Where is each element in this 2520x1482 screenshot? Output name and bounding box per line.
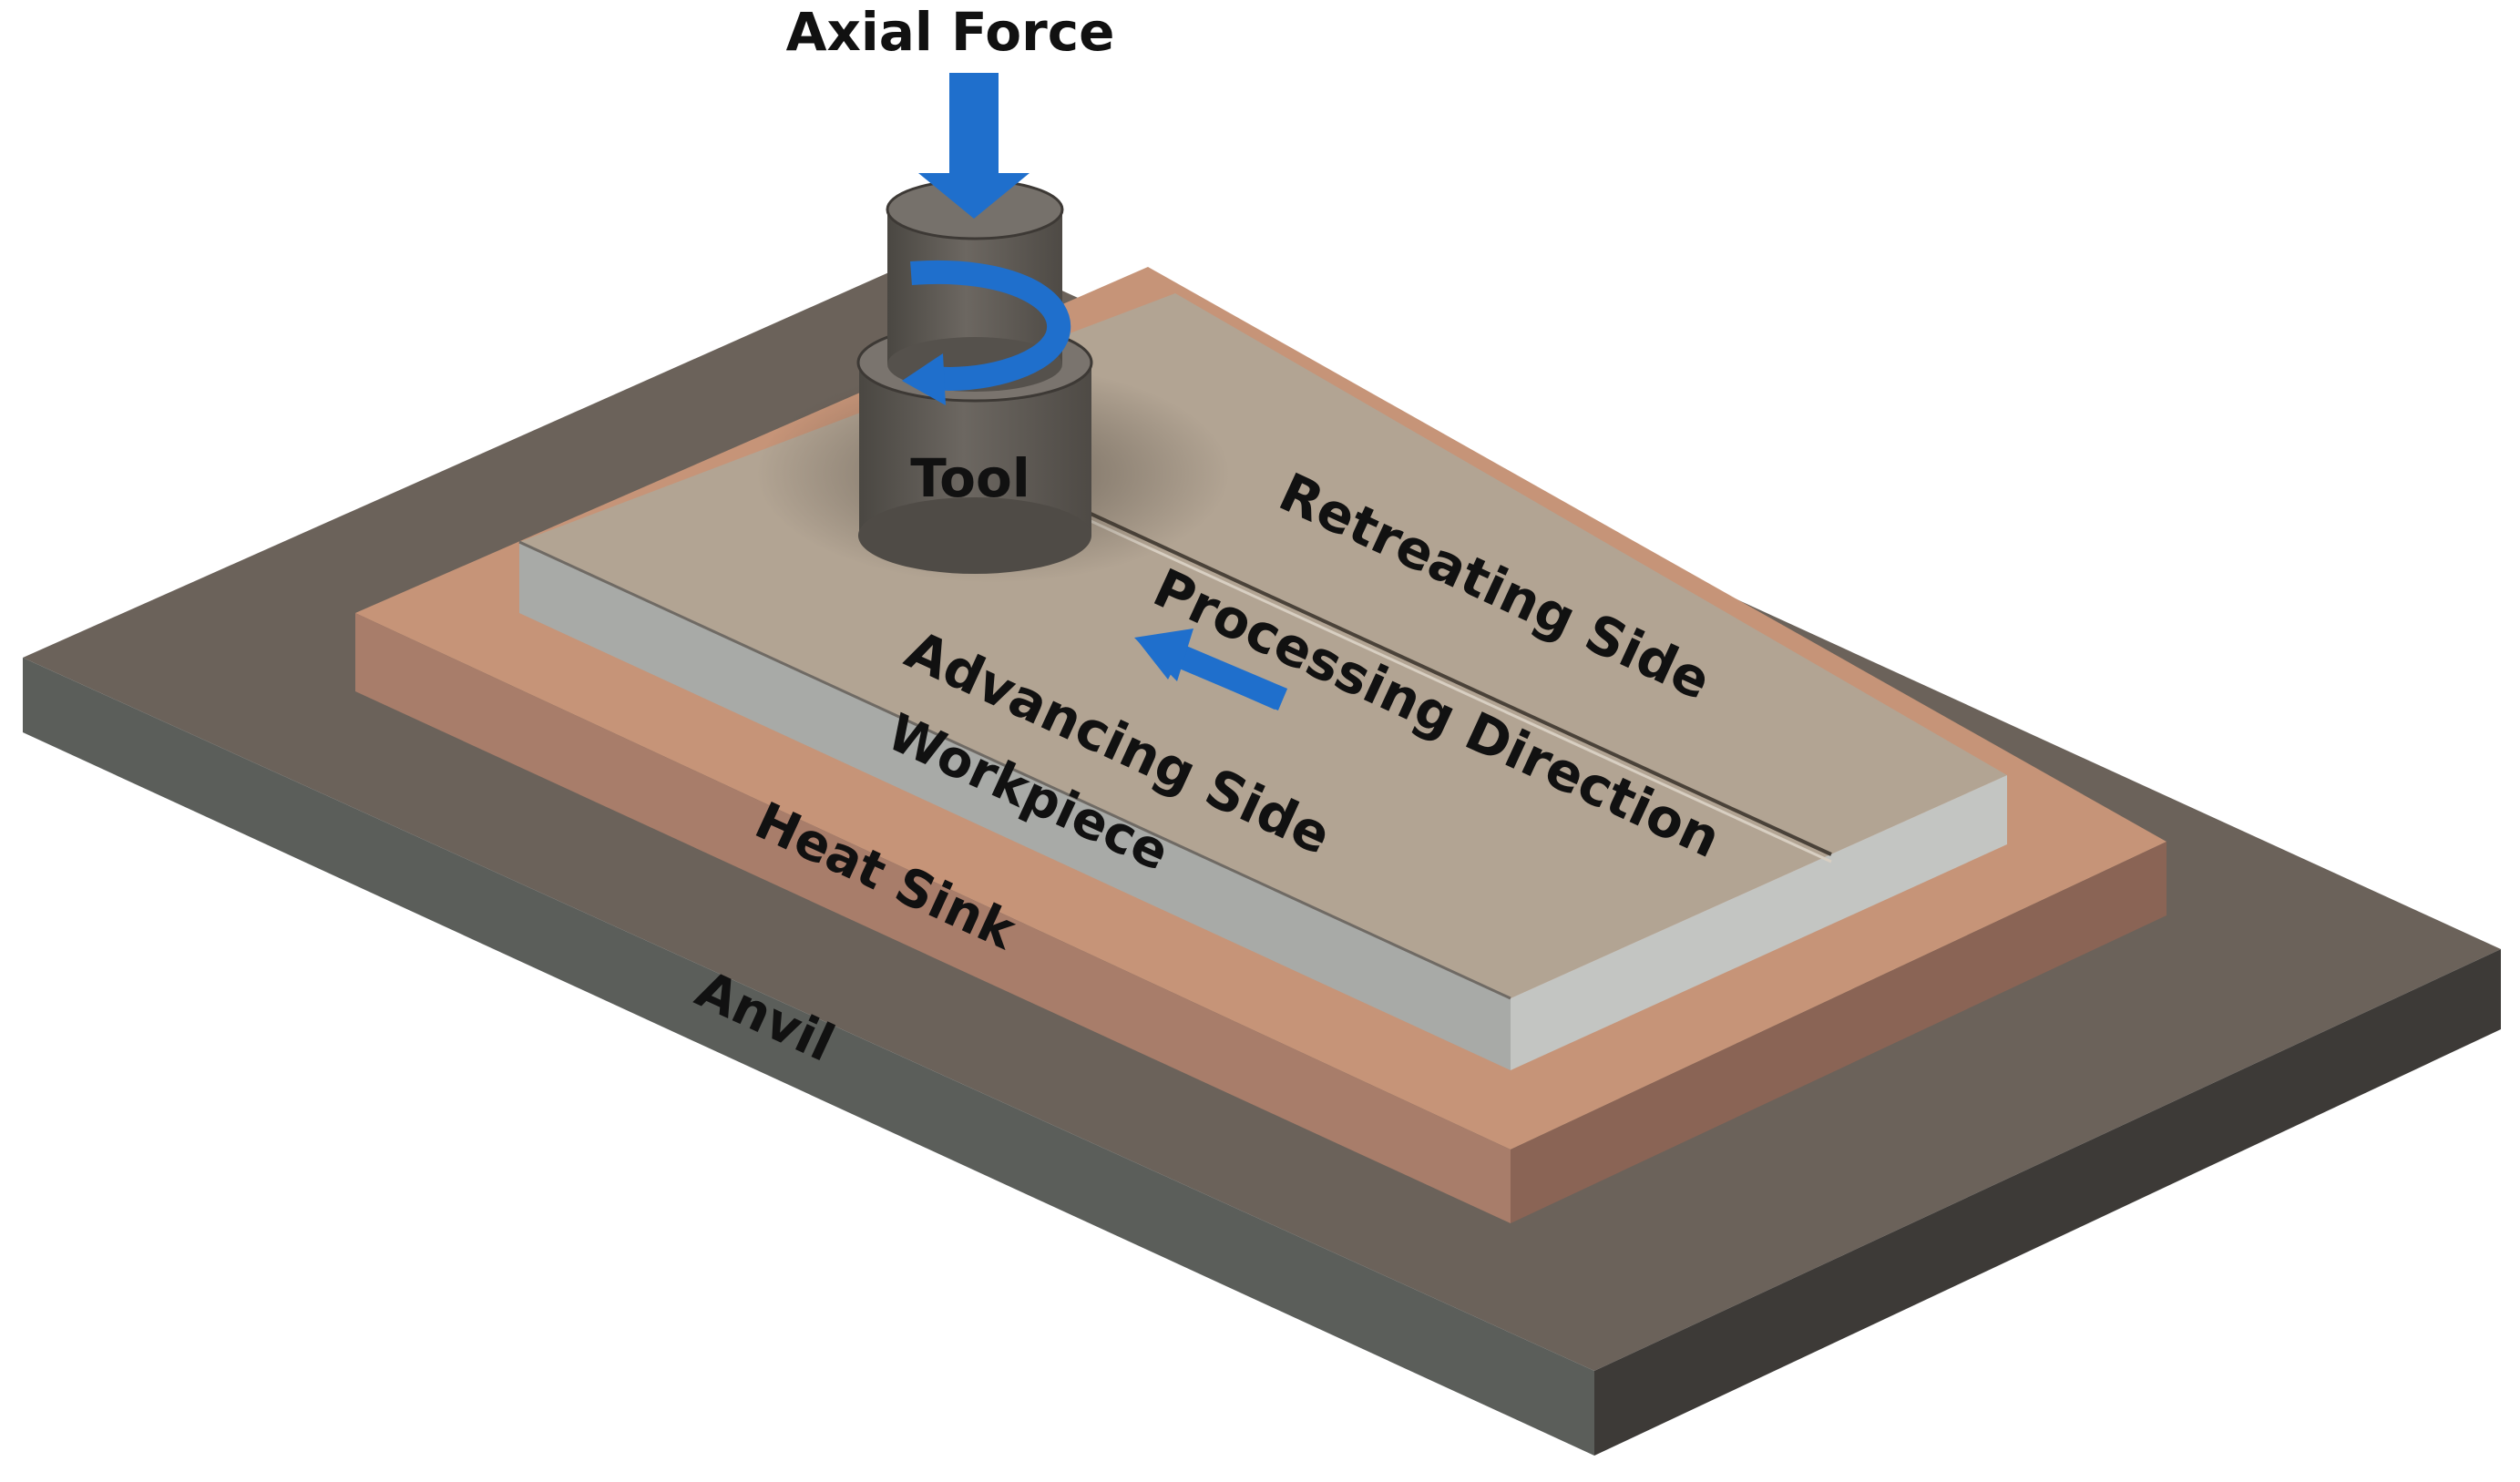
workpiece-side	[1511, 775, 2007, 1070]
weld-seam-highlight	[1088, 518, 1832, 864]
direction-arrow-icon	[1134, 629, 1288, 710]
heat-sink-front	[355, 613, 1511, 1223]
rotation-arrow-icon	[902, 261, 1070, 405]
workpiece-front	[519, 542, 1511, 1070]
weld-seam	[1088, 511, 1832, 856]
axial-force-label: Axial Force	[786, 1, 1115, 63]
tool-label: Tool	[910, 447, 1030, 509]
heat-sink-side	[1511, 842, 2167, 1223]
down-arrow-icon	[918, 73, 1030, 219]
anvil-side	[1594, 949, 2501, 1456]
workpiece-front-edge	[518, 540, 1511, 1000]
anvil-front	[23, 658, 1594, 1456]
tool	[756, 179, 1230, 583]
tool-shoulder-bottom	[858, 497, 1091, 574]
